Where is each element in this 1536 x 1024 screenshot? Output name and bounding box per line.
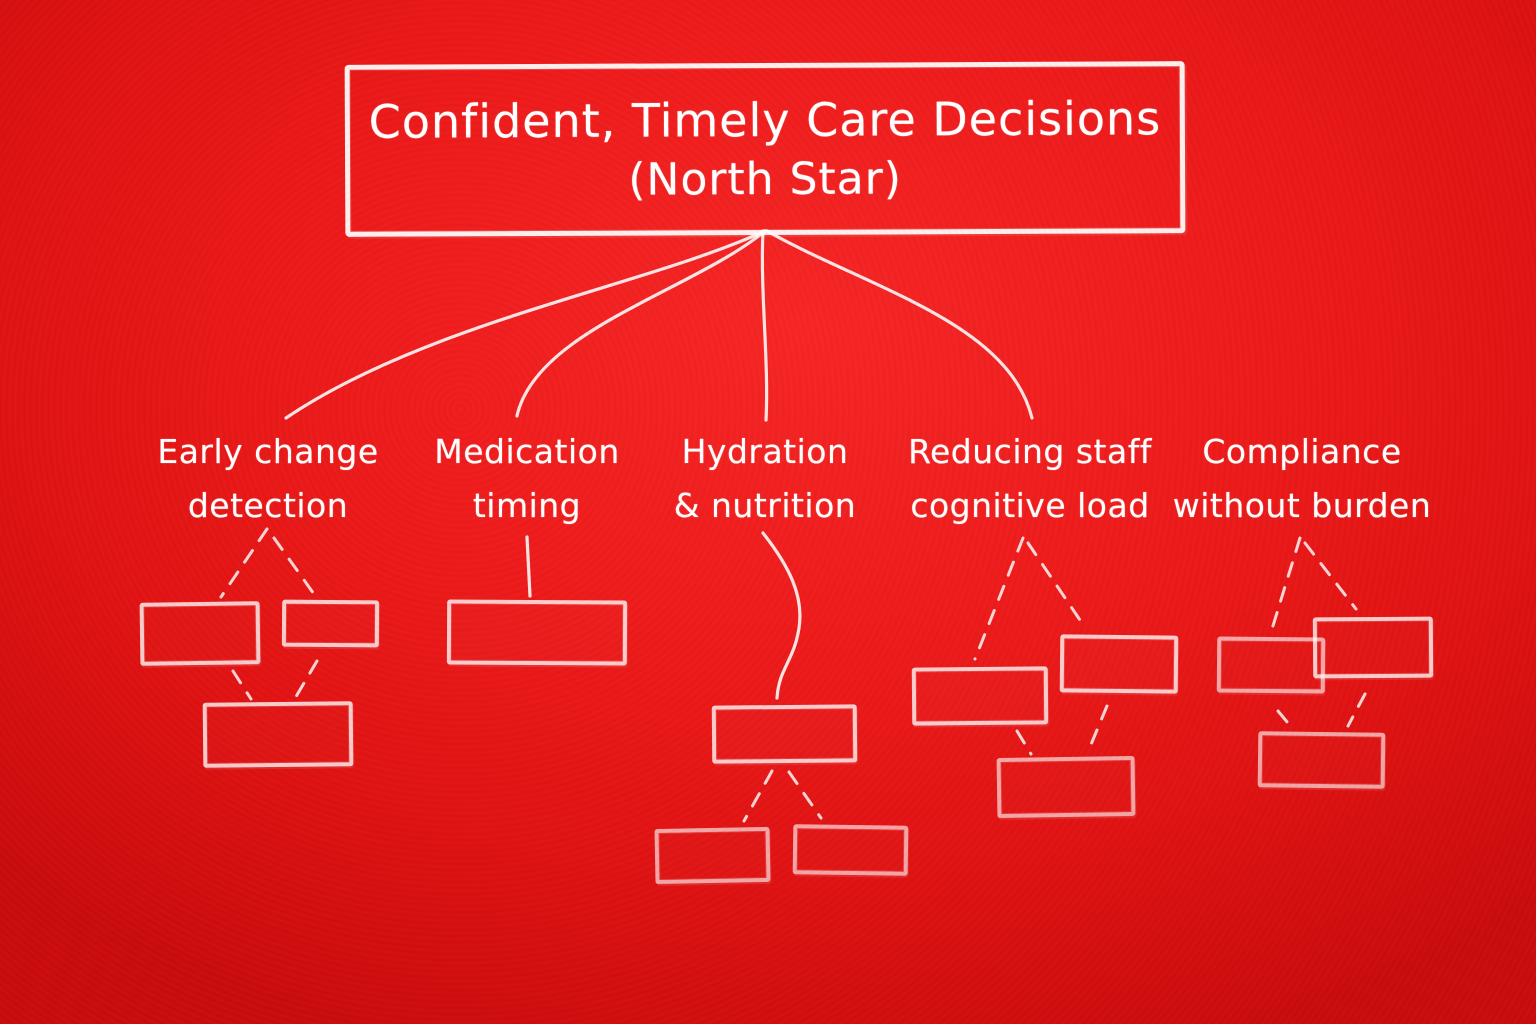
branch-label-line: without burden: [1172, 486, 1432, 525]
hydration-left-child-placeholder-box: [654, 826, 771, 885]
branch-label-line: Hydration: [681, 432, 849, 471]
branch-label-line: Compliance: [1202, 432, 1402, 471]
early-merge-left-dash: [231, 669, 253, 701]
early-right-placeholder-box: [281, 599, 380, 648]
early-left-placeholder-box: [139, 601, 261, 666]
branch-label-line: detection: [187, 486, 349, 525]
medication-placeholder-box: [446, 599, 628, 666]
early-merge-right-dash: [292, 659, 319, 702]
branch-label-early-change-detection: Early change detection: [128, 425, 408, 533]
early-split-left-dash: [219, 527, 269, 599]
branch-label-line: Reducing staff: [908, 432, 1152, 471]
hydration-right-child-placeholder-box: [792, 824, 909, 876]
root-title-line1: Confident, Timely Care Decisions: [368, 91, 1162, 149]
reducing-merge-left-dash: [1015, 729, 1033, 756]
reducing-right-placeholder-box: [1059, 634, 1179, 694]
north-star-root-box: Confident, Timely Care Decisions (North …: [344, 61, 1186, 237]
branch-label-line: Medication: [434, 432, 620, 471]
hydration-fork-right-dash: [787, 770, 823, 820]
early-bottom-placeholder-box: [202, 701, 354, 768]
reducing-merge-right-dash: [1085, 704, 1109, 756]
root-to-early-curve: [284, 229, 767, 420]
reducing-left-placeholder-box: [911, 666, 1049, 726]
hydration-main-placeholder-box: [711, 704, 858, 764]
compliance-merge-right-dash: [1346, 692, 1367, 728]
compliance-split-left-dash: [1270, 536, 1302, 631]
branch-label-medication-timing: Medication timing: [387, 425, 667, 533]
root-to-hydration-curve: [760, 229, 769, 422]
branch-label-line: & nutrition: [673, 486, 857, 525]
branch-label-line: Early change: [157, 432, 379, 471]
early-split-right-dash: [272, 536, 316, 596]
reducing-bottom-placeholder-box: [996, 755, 1136, 819]
compliance-merge-left-dash: [1276, 709, 1295, 731]
root-to-reducing-curve: [765, 229, 1034, 420]
compliance-split-right-dash: [1303, 541, 1358, 611]
branch-label-line: timing: [472, 486, 582, 525]
compliance-left-placeholder-box: [1216, 636, 1326, 694]
hydration-fork-left-dash: [742, 769, 774, 823]
branch-label-reducing-staff-cognitive-load: Reducing staff cognitive load: [890, 425, 1170, 533]
compliance-bottom-placeholder-box: [1257, 731, 1386, 789]
branch-label-compliance-without-burden: Compliance without burden: [1162, 425, 1442, 533]
root-title-line2: (North Star): [628, 153, 903, 206]
compliance-right-placeholder-box: [1312, 616, 1434, 679]
hydration-label-to-box-curve: [761, 531, 802, 700]
reducing-split-right-dash: [1026, 541, 1088, 631]
branch-label-line: cognitive load: [910, 486, 1150, 525]
root-to-medication-curve: [515, 229, 767, 418]
medication-label-to-box-line: [525, 535, 532, 598]
reducing-split-left-dash: [973, 536, 1025, 661]
branch-label-hydration-nutrition: Hydration & nutrition: [625, 425, 905, 533]
